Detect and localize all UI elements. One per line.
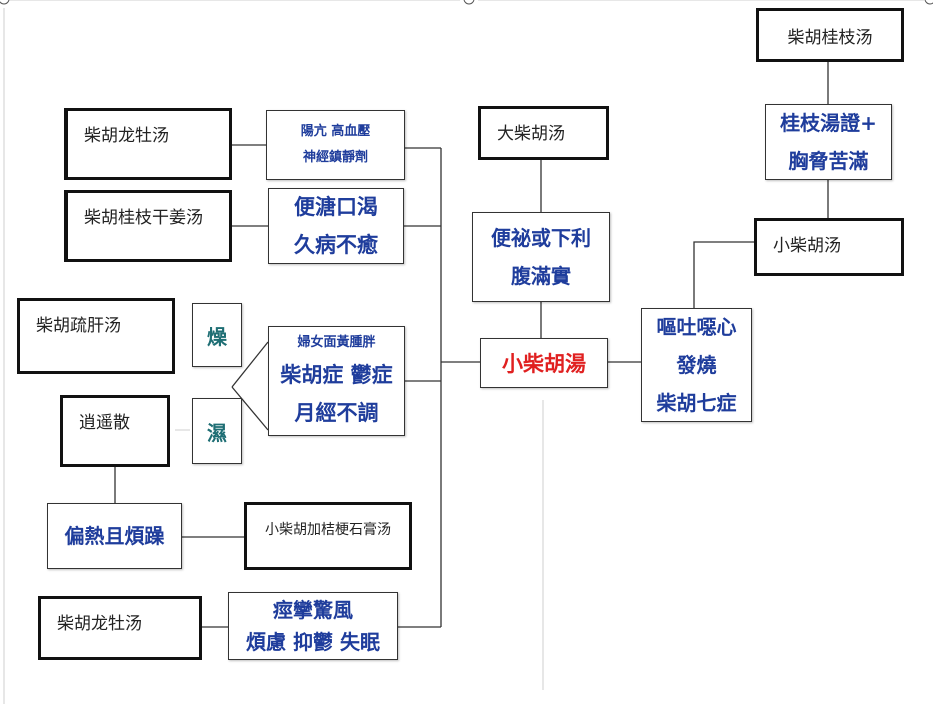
chaihu-shugan-tang-node: 柴胡疏肝汤 [17,298,175,374]
symptom-line: 月經不調 [294,401,379,425]
chaihu-guizhi-tang-node: 柴胡桂枝汤 [756,8,904,62]
chaihu-guizhi-ganjiang-tang-node: 柴胡桂枝干姜汤 [64,190,232,262]
da-chaihu-symptom-box: 便祕或下利 腹滿實 [472,212,610,302]
symptom-line: 嘔吐噁心 [656,315,737,339]
symptom-line: 腹滿實 [511,264,571,288]
symptom-line: 婦女面黃腫胖 [297,335,376,350]
node-label: 柴胡桂枝汤 [787,27,873,48]
da-chaihu-tang-node: 大柴胡汤 [478,106,609,160]
symptom-line: 神經鎮靜劑 [302,150,368,165]
xiao-chaihu-jia-jiegeng-node: 小柴胡加桔梗石膏汤 [244,502,412,570]
zao-dry-box: 燥 [192,303,242,367]
node-label: 柴胡疏肝汤 [36,316,121,336]
symptom-line: 久病不癒 [294,233,378,257]
node-label: 小柴胡加桔梗石膏汤 [265,522,391,538]
node-label: 柴胡龙牡汤 [57,614,142,634]
node-label: 逍遥散 [79,413,130,433]
symptom-line: 發燒 [676,353,717,377]
funv-symptom-box: 婦女面黃腫胖 柴胡症 鬱症 月經不調 [268,326,405,436]
jing-luan-symptom-box: 痙攣驚風 煩慮 抑鬱 失眠 [228,592,398,660]
pian-re-symptom-box: 偏熱且煩躁 [47,503,182,569]
chaihu-longmu-tang-node-top: 柴胡龙牡汤 [64,108,232,180]
symptom-line: 偏熱且煩躁 [64,524,165,548]
symptom-line: 煩慮 抑鬱 失眠 [246,630,380,654]
node-label: 柴胡桂枝干姜汤 [84,208,203,228]
center-label: 小柴胡湯 [502,352,586,376]
shi-label: 濕 [207,420,227,445]
chaihu-seven-symptoms-box: 嘔吐噁心 發燒 柴胡七症 [641,308,752,422]
symptom-line: 痙攣驚風 [273,598,353,622]
xiao-chaihu-tang-center-node: 小柴胡湯 [480,338,608,388]
xiao-yao-san-node: 逍遥散 [60,395,170,467]
guizhi-tang-symptom-box: 桂枝湯證+ 胸脅苦滿 [765,104,892,180]
symptom-line: 胸脅苦滿 [788,149,869,173]
symptom-line: 便溏口渴 [294,195,378,219]
symptom-line: 柴胡七症 [656,391,737,415]
symptom-line: 便祕或下利 [491,226,591,250]
bian-tang-symptom-box: 便溏口渴 久病不癒 [268,188,404,264]
yang-kang-symptom-box: 陽亢 高血壓 神經鎮靜劑 [266,110,405,180]
xiao-chaihu-tang-node-right: 小柴胡汤 [754,218,904,276]
node-label: 柴胡龙牡汤 [84,126,169,146]
node-label: 小柴胡汤 [773,236,841,256]
zao-label: 燥 [207,324,227,349]
symptom-line: 柴胡症 鬱症 [280,363,393,387]
node-label: 大柴胡汤 [497,124,565,144]
shi-damp-box: 濕 [192,398,242,464]
symptom-line: 陽亢 高血壓 [300,124,371,139]
symptom-line: 桂枝湯證+ [780,111,877,135]
chaihu-longmu-tang-node-bottom: 柴胡龙牡汤 [38,596,202,660]
